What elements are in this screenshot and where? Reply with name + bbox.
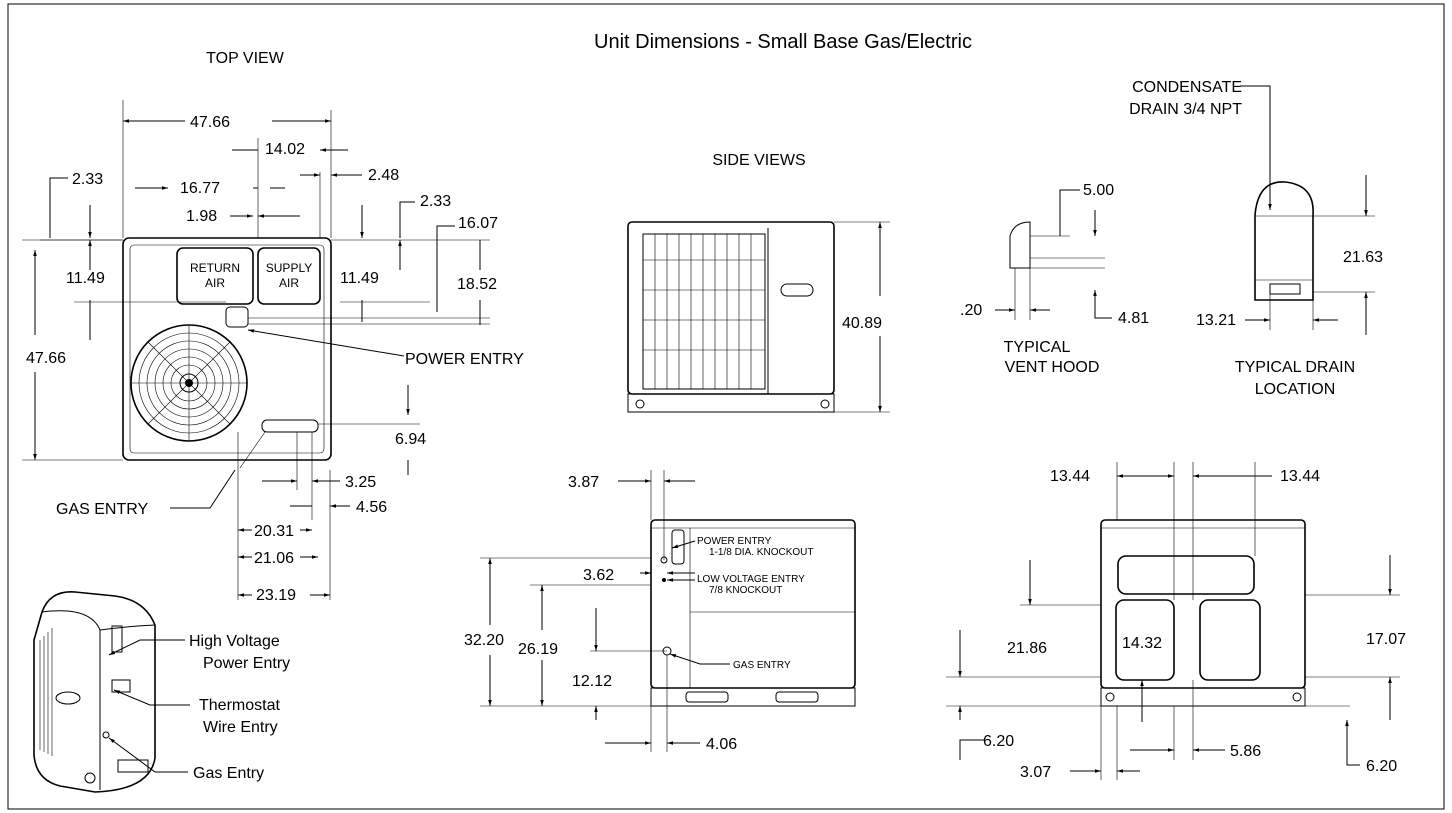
power-entry-front-1: POWER ENTRY (697, 536, 772, 547)
top-view-outline (122, 237, 332, 461)
dim-17-07: 17.07 (1366, 631, 1406, 648)
vent-hood-caption-2: VENT HOOD (1005, 359, 1100, 376)
supply-air-label-1: SUPPLY (266, 261, 312, 275)
drain-caption-1: TYPICAL DRAIN (1235, 359, 1355, 376)
power-entry-knockout (225, 306, 249, 328)
supply-air-label-2: AIR (279, 276, 299, 290)
vent-hood-caption-1: TYPICAL (1004, 339, 1071, 356)
dim-5-86: 5.86 (1230, 743, 1261, 760)
dim-4-56: 4.56 (356, 499, 387, 516)
dim-2-48: 2.48 (368, 167, 399, 184)
dim-2-33-left: 2.33 (72, 171, 103, 188)
iso-hv-label-2: Power Entry (203, 655, 290, 672)
dim-21-86: 21.86 (1007, 640, 1047, 657)
dim-32-20: 32.20 (464, 632, 504, 649)
dim-2-33-right: 2.33 (420, 193, 451, 210)
dim-6-20-left: 6.20 (983, 733, 1014, 750)
iso-gas-label: Gas Entry (193, 765, 264, 782)
dim-14-32: 14.32 (1122, 635, 1162, 652)
return-air-label-2: AIR (205, 276, 225, 290)
supply-opening-rear (1115, 599, 1175, 681)
return-air-opening (176, 247, 254, 305)
dim-21-06: 21.06 (254, 550, 294, 567)
return-opening-rear (1117, 555, 1255, 595)
iso-tw-label-1: Thermostat (199, 697, 280, 714)
dim-5-00: 5.00 (1083, 182, 1114, 199)
logo-badge-icon (780, 283, 814, 297)
dim-11-49-left: 11.49 (66, 270, 105, 287)
drain-label-1: CONDENSATE (1132, 79, 1242, 96)
dim-16-07: 16.07 (458, 215, 498, 232)
dim-12-12: 12.12 (572, 673, 612, 690)
drain-label-2: DRAIN 3/4 NPT (1129, 101, 1242, 118)
drawing-title: Unit Dimensions - Small Base Gas/Electri… (594, 31, 972, 53)
dim-6-20-right: 6.20 (1366, 758, 1397, 775)
iso-logo-icon (55, 691, 81, 705)
side-views-caption: SIDE VIEWS (712, 152, 805, 169)
dim-14-02: 14.02 (265, 141, 305, 158)
iso-tw-label-2: Wire Entry (203, 719, 278, 736)
dim-3-07: 3.07 (1020, 764, 1051, 781)
return-air-label-1: RETURN (190, 261, 240, 275)
dim-18-52: 18.52 (457, 276, 497, 293)
drain-caption-2: LOCATION (1255, 381, 1336, 398)
low-voltage-label-1: LOW VOLTAGE ENTRY (697, 574, 805, 585)
dim-3-62: 3.62 (583, 567, 614, 584)
gas-entry-front: GAS ENTRY (733, 660, 791, 671)
power-entry-front-2: 1-1/8 DIA. KNOCKOUT (709, 547, 813, 558)
dim-0-20: .20 (960, 302, 982, 319)
dim-40-89: 40.89 (842, 315, 882, 332)
dim-16-77: 16.77 (180, 180, 220, 197)
dim-20-31: 20.31 (254, 523, 294, 540)
dim-11-49-right: 11.49 (340, 270, 379, 287)
iso-hv-label-1: High Voltage (189, 633, 280, 650)
dim-13-21: 13.21 (1196, 312, 1236, 329)
supply-air-opening (257, 247, 321, 305)
side-view-coil: 40.89 (627, 221, 890, 413)
sheet-border (7, 3, 1445, 810)
dim-23-19: 23.19 (256, 587, 296, 604)
dim-4-81: 4.81 (1118, 310, 1149, 327)
dim-1-98: 1.98 (186, 208, 217, 225)
top-view-caption: TOP VIEW (206, 50, 285, 67)
front-side-view: 3.87 3.62 POWER ENTRY 1-1/8 DIA. KNOCKOU… (464, 470, 856, 753)
dim-top-height: 47.66 (26, 350, 66, 367)
dim-top-width: 47.66 (190, 114, 230, 131)
dim-13-44-right: 13.44 (1280, 468, 1320, 485)
gas-entry-slot (261, 419, 319, 433)
dim-4-06: 4.06 (706, 736, 737, 753)
drain-detail: CONDENSATE DRAIN 3/4 NPT 21.63 13.21 TYP… (1129, 79, 1383, 398)
vent-hood-detail: 5.00 .20 4.81 TYPICAL VENT HOOD (960, 182, 1149, 376)
dim-3-25: 3.25 (345, 474, 376, 491)
dim-13-44-left: 13.44 (1050, 468, 1090, 485)
top-view: RETURN AIR SUPPLY AIR 47.66 (22, 100, 524, 604)
power-entry-label: POWER ENTRY (405, 351, 524, 368)
dim-26-19: 26.19 (518, 641, 558, 658)
dim-3-87: 3.87 (568, 474, 599, 491)
low-voltage-label-2: 7/8 KNOCKOUT (709, 585, 782, 596)
rear-side-view: 14.32 13.44 13.44 21.86 6.20 17.07 6.20 (946, 462, 1406, 781)
condenser-fan-icon (130, 324, 248, 442)
dim-6-94: 6.94 (395, 431, 426, 448)
isometric-unit-view: High Voltage Power Entry Thermostat Wire… (33, 591, 290, 793)
dim-21-63: 21.63 (1343, 249, 1383, 266)
gas-entry-label: GAS ENTRY (56, 501, 149, 518)
